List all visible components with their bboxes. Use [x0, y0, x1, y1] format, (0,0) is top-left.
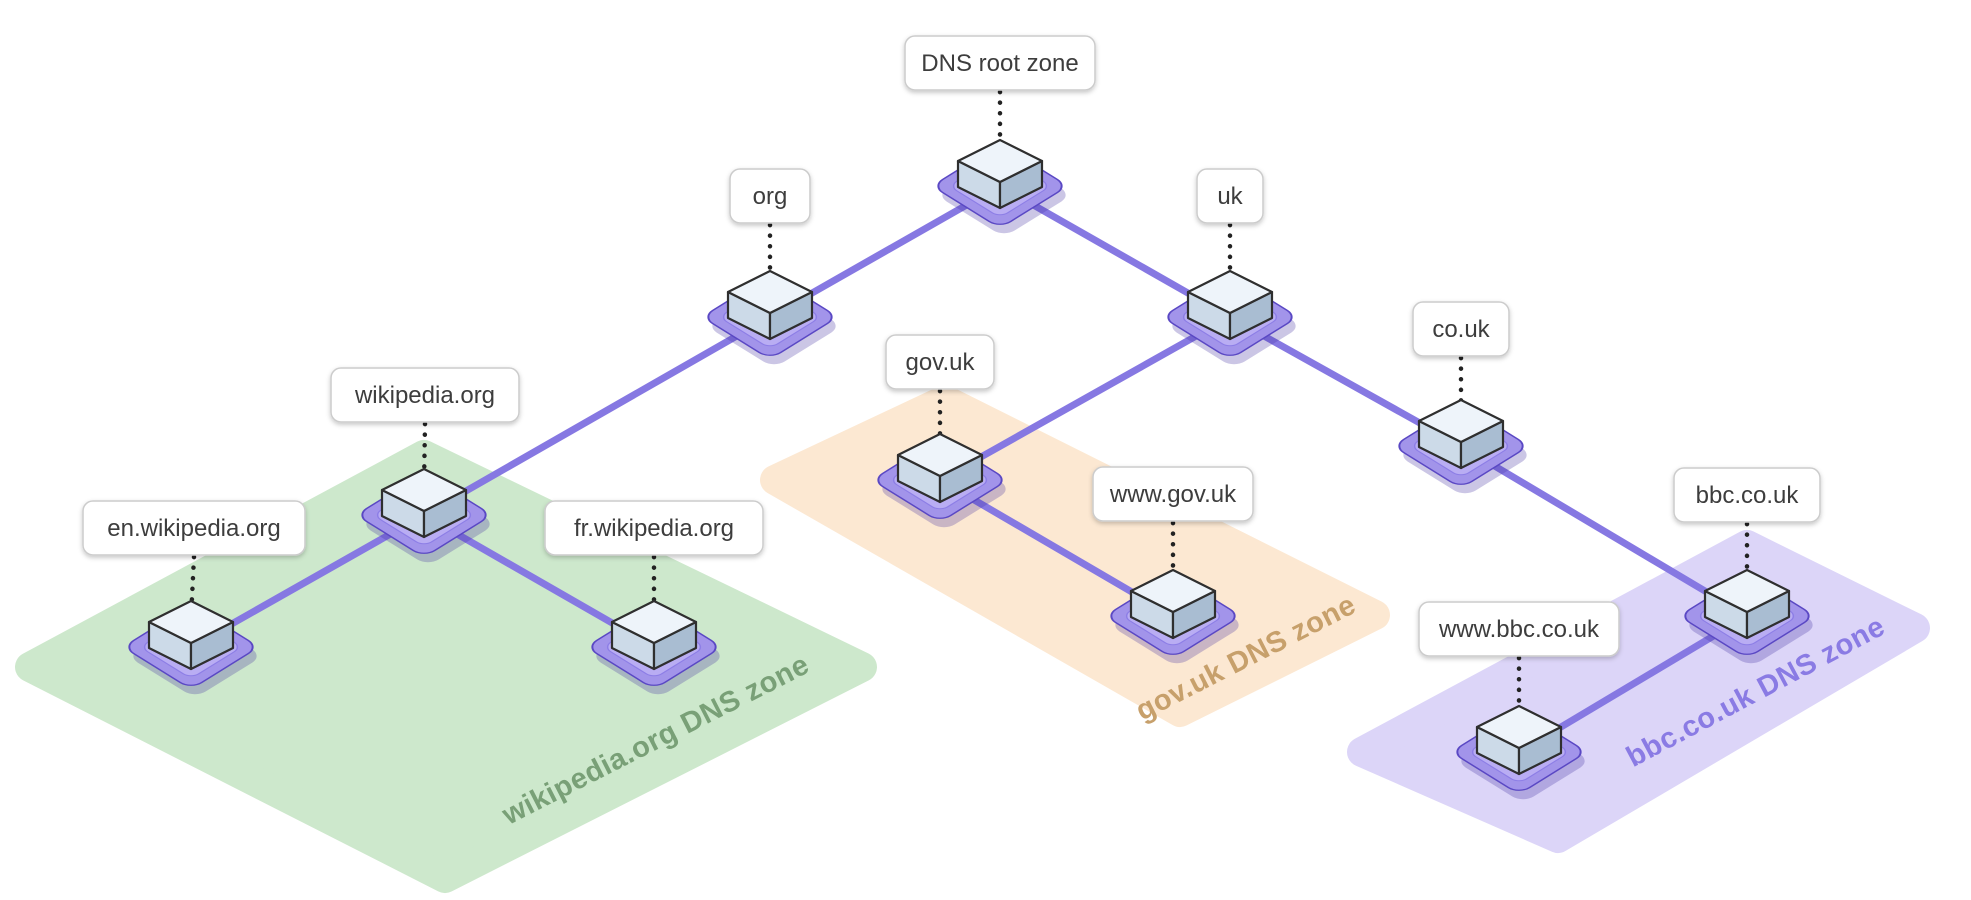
- label-co-uk: co.uk: [1412, 301, 1510, 357]
- zone-wikipedia-shape: [15, 440, 877, 893]
- label-box: [1412, 301, 1510, 357]
- label-text: wikipedia.org: [354, 382, 495, 409]
- label-box: [1092, 466, 1254, 522]
- label-www-gov-uk: www.gov.uk: [1092, 466, 1254, 522]
- label-text: gov.uk: [906, 349, 976, 376]
- label-text: DNS root zone: [921, 50, 1078, 77]
- label-box: [544, 500, 764, 556]
- label-org: org: [729, 168, 811, 224]
- label-www-bbc-co-uk: www.bbc.co.uk: [1418, 601, 1620, 657]
- label-fr-wikipedia-org: fr.wikipedia.org: [544, 500, 764, 556]
- connection-line: [420, 313, 774, 519]
- label-box: [729, 168, 811, 224]
- label-text: bbc.co.uk: [1696, 482, 1800, 509]
- server-icon-root: [931, 138, 1073, 239]
- connection-line: [1457, 442, 1751, 620]
- label-text: org: [753, 183, 788, 210]
- label-box: [904, 35, 1096, 91]
- label-box: [1196, 168, 1264, 224]
- label-box: [330, 367, 520, 423]
- label-text: fr.wikipedia.org: [574, 515, 734, 542]
- label-uk: uk: [1196, 168, 1264, 224]
- label-box: [1673, 467, 1821, 523]
- label-gov-uk: gov.uk: [885, 334, 995, 390]
- label-text: en.wikipedia.org: [107, 515, 280, 542]
- label-text: uk: [1217, 183, 1243, 210]
- label-en-wikipedia-org: en.wikipedia.org: [82, 500, 306, 556]
- label-dns-root-zone: DNS root zone: [904, 35, 1096, 91]
- server-icon-co-uk: [1392, 398, 1534, 499]
- label-text-link: www.gov.uk: [1109, 481, 1237, 508]
- label-box: [82, 500, 306, 556]
- labels: DNS root zone org uk wikipedia.org en.wi…: [82, 35, 1821, 657]
- server-icon-uk: [1161, 269, 1303, 370]
- label-box: [885, 334, 995, 390]
- label-text: co.uk: [1432, 316, 1490, 343]
- label-bbc-co-uk: bbc.co.uk: [1673, 467, 1821, 523]
- label-wikipedia-org: wikipedia.org: [330, 367, 520, 423]
- label-text-link: www.bbc.co.uk: [1438, 616, 1600, 643]
- connection-line: [936, 313, 1234, 484]
- zone-bbc-shape: [1347, 530, 1930, 853]
- label-box: [1418, 601, 1620, 657]
